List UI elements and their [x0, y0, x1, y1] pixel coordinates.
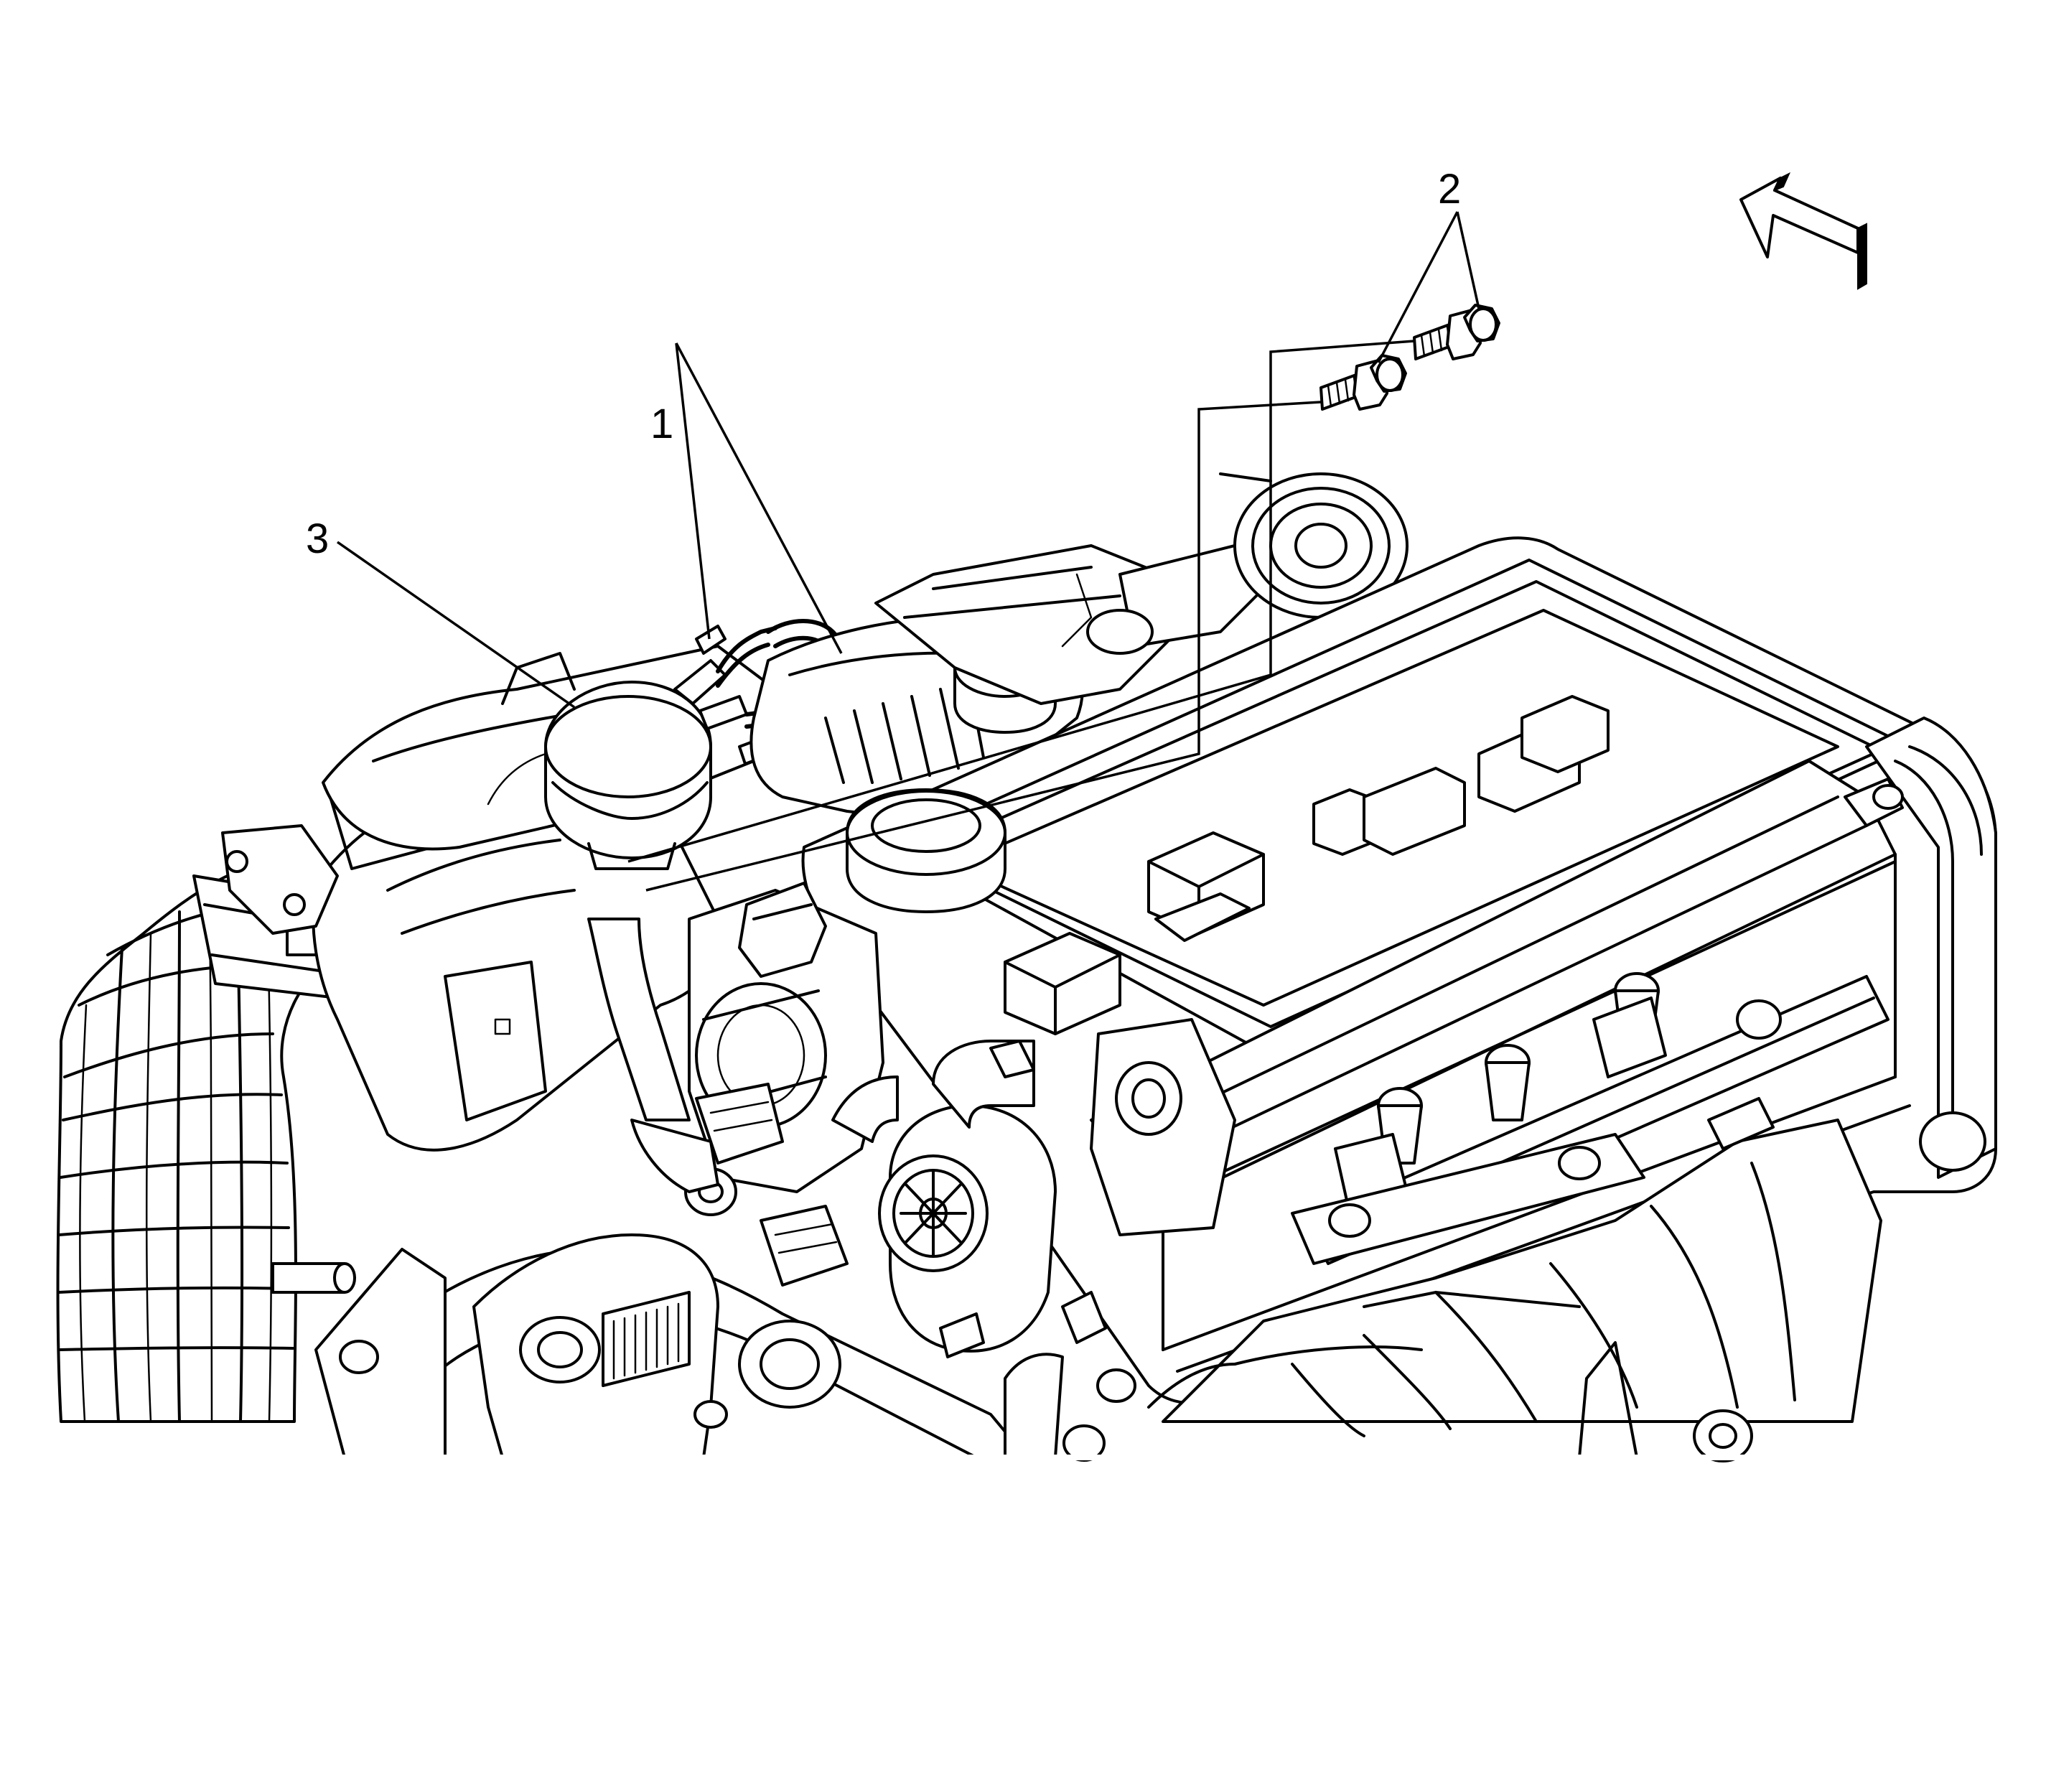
upper-accessories	[874, 472, 1409, 705]
lower-engine-components	[271, 1233, 1753, 1462]
exhaust-heat-shield	[1162, 999, 1882, 1437]
callout-2-label: 2	[1438, 166, 1461, 213]
callout-1-label: 1	[650, 401, 673, 447]
leader-1b	[675, 342, 843, 654]
bolt-lower	[1319, 354, 1407, 411]
leader-3	[336, 541, 576, 709]
leader-2b	[1456, 211, 1480, 309]
callout-3-label: 3	[306, 515, 329, 562]
leader-2a	[1377, 211, 1459, 363]
bolt-bracket-line	[627, 340, 1415, 863]
purge-solenoid-canister	[544, 659, 748, 870]
bolt-upper	[1413, 304, 1500, 360]
ignition-coil-connectors	[1004, 695, 1610, 1035]
leader-1a	[675, 342, 711, 640]
bolt-bracket-line-2	[645, 401, 1322, 892]
callout-leaders	[336, 211, 1480, 892]
view-direction-arrow-icon	[1739, 172, 1867, 290]
timing-cover-components	[684, 882, 884, 1287]
air-intake-duct	[56, 859, 339, 1423]
thermostat-housing	[878, 1040, 1057, 1353]
